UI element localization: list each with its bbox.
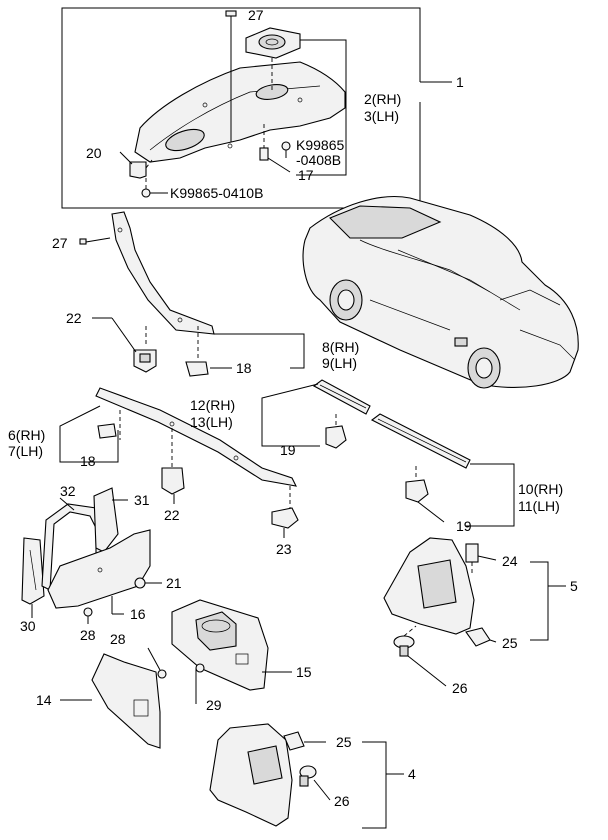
label-22-upper: 22 bbox=[66, 310, 82, 326]
clip-25-upper bbox=[465, 627, 491, 647]
label-27-top: 27 bbox=[248, 7, 264, 23]
scuff-plate-12-13 bbox=[312, 379, 371, 415]
label-24: 24 bbox=[502, 553, 518, 569]
sill-strip-6-7 bbox=[95, 387, 297, 487]
pillar-trim-8-9 bbox=[111, 211, 215, 335]
label-18-lower: 18 bbox=[80, 453, 96, 469]
label-12-rh: 12(RH) bbox=[190, 397, 235, 413]
fastener-26-lower bbox=[299, 765, 317, 787]
package-tray bbox=[134, 61, 346, 163]
clip-19-right bbox=[405, 466, 429, 503]
car-illustration bbox=[302, 196, 579, 389]
label-20: 20 bbox=[86, 145, 102, 161]
label-k99865-0410b: K99865-0410B bbox=[170, 185, 263, 201]
label-28-left: 28 bbox=[80, 627, 96, 643]
label-16: 16 bbox=[130, 606, 146, 622]
label-5: 5 bbox=[570, 578, 578, 594]
label-26-lower: 26 bbox=[334, 793, 350, 809]
trim-31 bbox=[93, 487, 119, 553]
label-26-upper: 26 bbox=[452, 680, 468, 696]
label-25-upper: 25 bbox=[502, 635, 518, 651]
clip-18-lower bbox=[97, 423, 117, 439]
label-19-right: 19 bbox=[456, 518, 472, 534]
label-k99865: K99865 bbox=[296, 137, 344, 153]
clip-22-upper bbox=[133, 349, 157, 373]
rear-trim-15 bbox=[171, 599, 269, 691]
assembly-1-frame bbox=[61, 7, 421, 209]
speaker-cover bbox=[245, 27, 301, 59]
trim-assembly-5 bbox=[383, 537, 475, 635]
clip-23 bbox=[271, 507, 299, 529]
side-panel-14 bbox=[91, 653, 161, 749]
label-13-lh: 13(LH) bbox=[190, 414, 233, 430]
label-7-lh: 7(LH) bbox=[8, 443, 43, 459]
screw-29 bbox=[195, 663, 205, 673]
label-30: 30 bbox=[20, 618, 36, 634]
label-18-upper: 18 bbox=[236, 360, 252, 376]
clip-25-lower bbox=[283, 731, 305, 751]
quarter-trim-16 bbox=[47, 529, 151, 609]
clip-22-lower bbox=[161, 467, 185, 495]
label-0408b: -0408B bbox=[296, 152, 341, 168]
label-31: 31 bbox=[134, 492, 150, 508]
label-10-rh: 10(RH) bbox=[518, 481, 563, 497]
label-32: 32 bbox=[60, 483, 76, 499]
cap-21 bbox=[134, 577, 146, 589]
label-11-lh: 11(LH) bbox=[518, 498, 560, 514]
screw-0410b bbox=[141, 178, 168, 198]
label-27-pillar: 27 bbox=[52, 235, 68, 251]
label-17: 17 bbox=[298, 167, 314, 183]
screw-28-right bbox=[157, 669, 167, 679]
clip-17 bbox=[259, 147, 269, 161]
label-2-rh: 2(RH) bbox=[364, 91, 401, 107]
trim-assembly-4 bbox=[209, 723, 293, 827]
bracket-20 bbox=[119, 151, 153, 179]
clip-18-upper bbox=[185, 361, 209, 377]
label-29: 29 bbox=[206, 697, 222, 713]
scuff-plate-10-11 bbox=[370, 413, 471, 469]
label-23: 23 bbox=[276, 541, 292, 557]
pillar-30 bbox=[21, 537, 45, 605]
screw-0408b bbox=[281, 141, 291, 158]
label-19-left: 19 bbox=[280, 442, 296, 458]
label-25-lower: 25 bbox=[336, 734, 352, 750]
label-21: 21 bbox=[166, 575, 182, 591]
label-15: 15 bbox=[296, 664, 312, 680]
clip-19-left bbox=[325, 414, 347, 449]
clip-27-top bbox=[225, 10, 237, 142]
fastener-26-upper bbox=[393, 635, 415, 657]
label-14: 14 bbox=[36, 692, 52, 708]
label-3-lh: 3(LH) bbox=[364, 108, 399, 124]
label-1: 1 bbox=[456, 74, 464, 90]
screw-28-left bbox=[83, 607, 93, 624]
label-9-lh: 9(LH) bbox=[322, 355, 357, 371]
label-28-right: 28 bbox=[110, 631, 126, 647]
label-6-rh: 6(RH) bbox=[8, 427, 45, 443]
clip-24 bbox=[465, 543, 479, 574]
label-22-lower: 22 bbox=[164, 507, 180, 523]
label-8-rh: 8(RH) bbox=[322, 339, 359, 355]
label-4: 4 bbox=[408, 766, 416, 782]
